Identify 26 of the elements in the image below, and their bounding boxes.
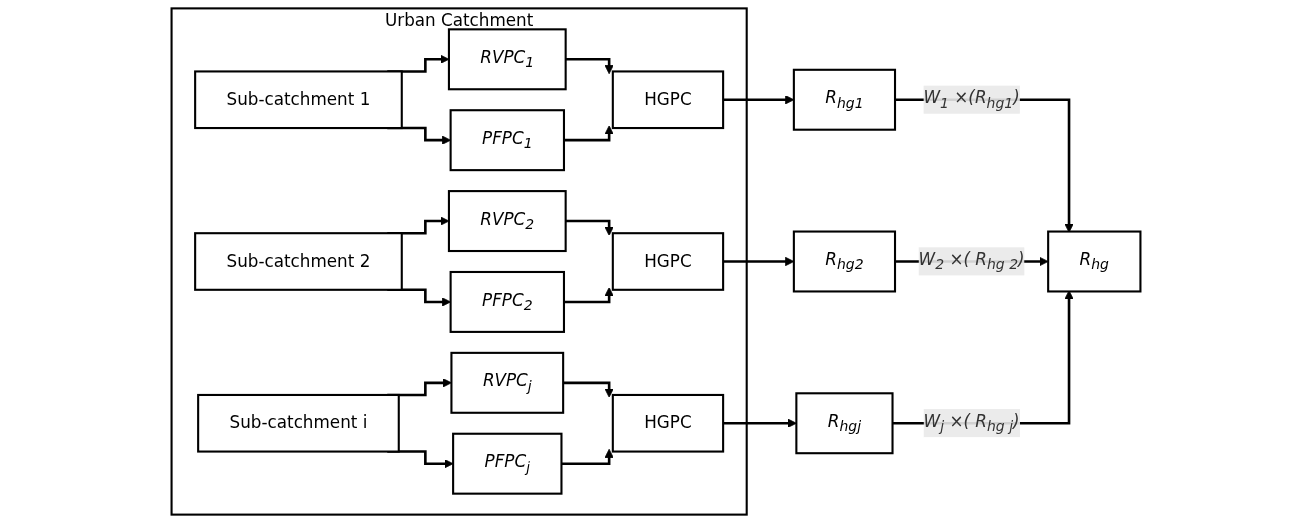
arrow [565, 219, 614, 236]
node-box: Sub-catchment 1 [194, 70, 403, 130]
arrow [561, 448, 614, 465]
node-box: Sub-catchment i [197, 393, 400, 453]
node-box: R$_{hg2}$ [792, 230, 897, 293]
node-box: PFPC$_{2}$ [449, 270, 565, 333]
node-box: HGPC [611, 393, 725, 453]
arrow [563, 287, 614, 304]
node-box: HGPC [611, 232, 725, 291]
edge-label: W$_{j}$ ×( R$_{hg j}$) [923, 411, 1020, 435]
arrow [723, 418, 797, 428]
node-box: RVPC$_{2}$ [447, 190, 567, 253]
edge-label: W$_{2}$ ×( R$_{hg 2}$) [918, 249, 1025, 273]
arrow [565, 58, 614, 75]
node-box: RVPC$_{1}$ [447, 28, 567, 91]
node-box: PFPC$_{1}$ [449, 109, 565, 172]
node-box: R$_{hgj}$ [795, 392, 894, 455]
node-box: HGPC [611, 70, 725, 130]
node-box: PFPC$_{j}$ [452, 432, 563, 495]
arrow [563, 381, 614, 398]
node-box: RVPC$_{j}$ [450, 351, 565, 414]
node-box: R$_{hg}$ [1047, 230, 1142, 293]
arrow [563, 125, 614, 142]
edge-label: W$_{1}$ ×(R$_{hg1}$) [923, 87, 1020, 111]
node-box: Sub-catchment 2 [194, 232, 403, 291]
node-box: R$_{hg1}$ [792, 68, 897, 131]
